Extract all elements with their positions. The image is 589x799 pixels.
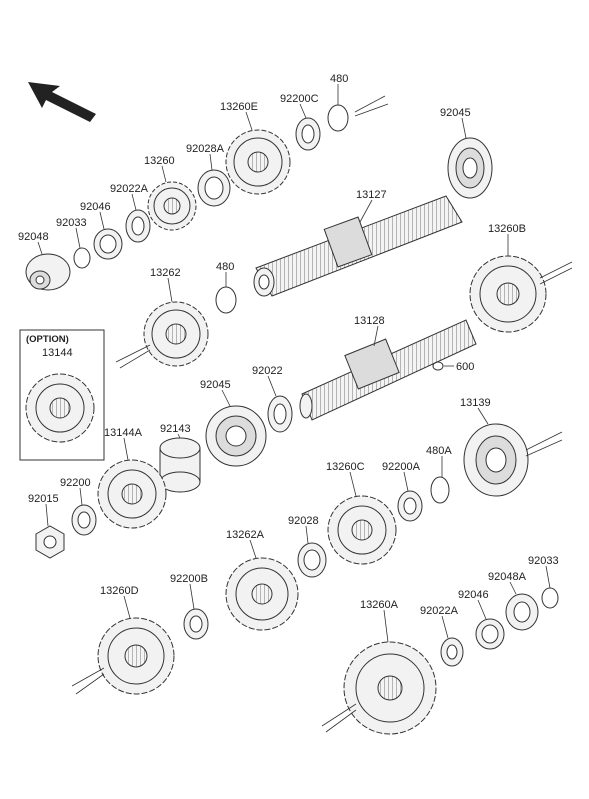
label-13260C: 13260C	[326, 461, 365, 473]
label-480-top: 480	[330, 73, 348, 85]
needle-bearing-92028A[interactable]	[197, 169, 231, 207]
label-92046-top: 92046	[80, 201, 111, 213]
washer-92022A-top[interactable]	[125, 209, 151, 243]
label-leader-lines	[37, 84, 551, 643]
washer-92200C[interactable]	[295, 117, 321, 151]
label-13260D: 13260D	[100, 585, 139, 597]
label-92022A-bottom: 92022A	[420, 605, 459, 617]
label-92200: 92200	[60, 477, 91, 489]
part-labels: 480 92200C 13260E 92028A 13260 92022A 92…	[18, 73, 559, 617]
label-92046-bottom: 92046	[458, 589, 489, 601]
label-92045-mid: 92045	[200, 379, 231, 391]
label-480-mid: 480	[216, 261, 234, 273]
circlip-480A[interactable]	[430, 476, 450, 504]
ball-bearing-92045-top[interactable]	[447, 137, 493, 199]
label-13260A: 13260A	[360, 599, 399, 611]
ball-bearing-92045-mid[interactable]	[205, 405, 267, 467]
needle-bearing-92028[interactable]	[297, 542, 327, 578]
sprocket-13144[interactable]	[25, 373, 95, 443]
label-92200C: 92200C	[280, 93, 319, 105]
gear-13262[interactable]	[143, 301, 209, 367]
label-92033-top: 92033	[56, 217, 87, 229]
label-13128: 13128	[354, 315, 385, 327]
driveshaft-13128[interactable]	[299, 319, 477, 421]
collar-92048A[interactable]	[505, 593, 539, 631]
gear-13260[interactable]	[147, 181, 197, 231]
label-13262: 13262	[150, 267, 181, 279]
label-92033-bottom: 92033	[528, 555, 559, 567]
label-92028: 92028	[288, 515, 319, 527]
gear-13260C[interactable]	[327, 495, 397, 565]
collar-92143[interactable]	[159, 437, 201, 493]
label-13127: 13127	[356, 189, 387, 201]
shift-drum-13139[interactable]	[463, 423, 529, 497]
circlip-480-top[interactable]	[327, 104, 349, 132]
label-13139: 13139	[460, 397, 491, 409]
gear-13260B[interactable]	[469, 255, 547, 333]
washer-92022A-bottom[interactable]	[440, 637, 464, 667]
washer-92200B[interactable]	[183, 608, 209, 640]
label-13260E: 13260E	[220, 101, 258, 113]
label-480A: 480A	[426, 445, 452, 457]
label-92048: 92048	[18, 231, 49, 243]
gear-13260E[interactable]	[225, 129, 291, 195]
needle-bearing-92046-bottom[interactable]	[475, 618, 505, 650]
label-13144A: 13144A	[104, 427, 143, 439]
option-box: (OPTION)	[19, 329, 105, 461]
o-ring-600[interactable]	[432, 361, 444, 371]
nut-92015[interactable]	[35, 525, 65, 559]
label-13144: 13144	[42, 347, 73, 359]
sprocket-13144A[interactable]	[97, 459, 167, 529]
label-92028A: 92028A	[186, 143, 225, 155]
washer-92022[interactable]	[267, 395, 293, 433]
label-92022A-top: 92022A	[110, 183, 149, 195]
label-13260: 13260	[144, 155, 175, 167]
label-92200B: 92200B	[170, 573, 208, 585]
circlip-92033-top[interactable]	[73, 247, 91, 269]
option-box-title: (OPTION)	[26, 334, 69, 345]
label-92015: 92015	[28, 493, 59, 505]
circlip-480-mid[interactable]	[215, 286, 237, 314]
needle-bearing-92046-top[interactable]	[93, 228, 123, 260]
circlip-92033-bottom[interactable]	[541, 587, 559, 609]
gear-13262A[interactable]	[225, 557, 299, 631]
collar-92048[interactable]	[25, 253, 71, 291]
label-92045-top: 92045	[440, 107, 471, 119]
label-92143: 92143	[160, 423, 191, 435]
countershaft-13127[interactable]	[253, 195, 463, 297]
gear-13260D[interactable]	[97, 617, 175, 695]
label-92200A: 92200A	[382, 461, 421, 473]
label-92048A: 92048A	[488, 571, 527, 583]
label-92022: 92022	[252, 365, 283, 377]
label-13262A: 13262A	[226, 529, 265, 541]
label-13260B: 13260B	[488, 223, 526, 235]
washer-92200[interactable]	[71, 504, 97, 536]
label-600: 600	[456, 361, 474, 373]
gear-13260A[interactable]	[343, 641, 437, 735]
front-direction-arrow-icon	[28, 82, 96, 122]
washer-92200A[interactable]	[397, 490, 423, 522]
